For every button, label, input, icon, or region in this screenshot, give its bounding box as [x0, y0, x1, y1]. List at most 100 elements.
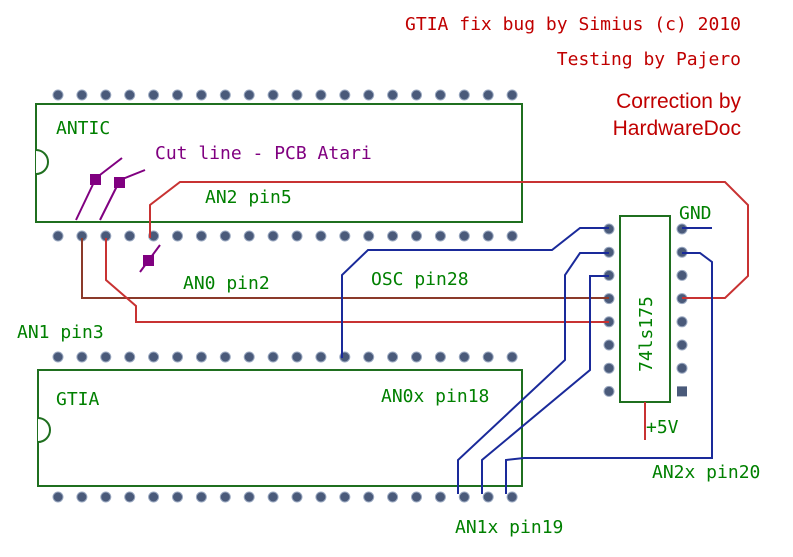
pin	[387, 491, 399, 503]
pin	[315, 351, 327, 363]
pin	[482, 230, 494, 242]
pin	[482, 491, 494, 503]
pin	[195, 89, 207, 101]
credits: GTIA fix bug by Simius (c) 2010 Testing …	[405, 14, 741, 140]
credit-hardwaredoc: HardwareDoc	[613, 117, 741, 140]
cut-lines	[75, 157, 161, 273]
ic-left-pins	[603, 223, 615, 397]
pin-1-marker	[677, 386, 687, 397]
pin	[434, 351, 446, 363]
pin	[243, 230, 255, 242]
pin	[339, 230, 351, 242]
pin	[411, 351, 422, 363]
ic-74ls175: 74ls175	[603, 215, 688, 403]
pin	[603, 362, 615, 374]
ic-right-pins	[676, 223, 688, 397]
pin	[243, 491, 255, 503]
antic-notch	[35, 149, 49, 175]
pin	[603, 339, 615, 351]
pin	[76, 491, 88, 503]
pin	[291, 89, 303, 101]
pin	[291, 491, 303, 503]
wire-an2	[149, 181, 749, 299]
pin	[76, 89, 88, 101]
pin	[267, 89, 279, 101]
pin	[363, 230, 375, 242]
wire-an0x	[457, 252, 609, 494]
an1x-label: AN1x pin19	[455, 517, 563, 538]
pin	[363, 351, 375, 363]
pin	[124, 89, 136, 101]
pin	[506, 89, 518, 101]
antic-chip: ANTIC	[35, 89, 523, 242]
cut-marker-2	[114, 177, 125, 188]
cut-line-label: Cut line - PCB Atari	[155, 143, 372, 164]
pin	[52, 491, 64, 503]
gnd-label: GND	[679, 203, 712, 224]
antic-label: ANTIC	[56, 118, 110, 139]
pin	[100, 89, 112, 101]
pin	[506, 351, 518, 363]
pin	[52, 89, 64, 101]
pin	[267, 230, 279, 242]
pin	[124, 230, 136, 242]
wire-an2x	[505, 252, 713, 494]
pin	[219, 230, 231, 242]
pin	[148, 491, 160, 503]
pin	[291, 351, 303, 363]
an0x-label: AN0x pin18	[381, 386, 489, 407]
credit-author: GTIA fix bug by Simius (c) 2010	[405, 14, 741, 35]
pin	[411, 491, 422, 503]
pin	[363, 89, 375, 101]
pin	[506, 230, 518, 242]
pin	[482, 89, 494, 101]
pin	[195, 230, 207, 242]
pin	[195, 351, 207, 363]
pin	[52, 351, 64, 363]
cut-marker-3	[143, 255, 154, 266]
pin	[458, 230, 470, 242]
pin	[267, 351, 279, 363]
gtia-bottom-pins	[52, 491, 518, 503]
pin	[124, 491, 136, 503]
pin	[219, 89, 231, 101]
pin	[76, 351, 88, 363]
pin	[458, 491, 470, 503]
pin	[482, 351, 494, 363]
an2-label: AN2 pin5	[205, 187, 292, 208]
pin	[411, 89, 422, 101]
pin	[458, 89, 470, 101]
an1-label: AN1 pin3	[17, 322, 104, 343]
pin	[243, 351, 255, 363]
pin	[219, 351, 231, 363]
wire-an1x	[481, 275, 609, 494]
an2x-label: AN2x pin20	[652, 462, 760, 483]
pin	[603, 385, 615, 397]
pin	[434, 491, 446, 503]
pin	[315, 491, 327, 503]
pin	[148, 351, 160, 363]
gtia-chip: GTIA	[37, 351, 523, 503]
gtia-body	[37, 369, 523, 487]
pin	[434, 230, 446, 242]
pin	[100, 351, 112, 363]
pin	[148, 89, 160, 101]
pin	[315, 230, 327, 242]
pin	[434, 89, 446, 101]
wire-an1	[105, 238, 609, 323]
gtia-notch	[37, 417, 51, 443]
wire-osc	[341, 227, 609, 358]
gtia-top-pins	[52, 351, 518, 363]
pin	[676, 269, 688, 281]
vcc-label: +5V	[646, 417, 679, 438]
credit-testing: Testing by Pajero	[557, 49, 741, 70]
pin	[339, 491, 351, 503]
pin	[676, 362, 688, 374]
pin	[363, 491, 375, 503]
antic-top-pins	[52, 89, 518, 101]
pin	[387, 89, 399, 101]
pin	[124, 351, 136, 363]
wire-an0	[81, 238, 609, 299]
pin	[676, 339, 688, 351]
